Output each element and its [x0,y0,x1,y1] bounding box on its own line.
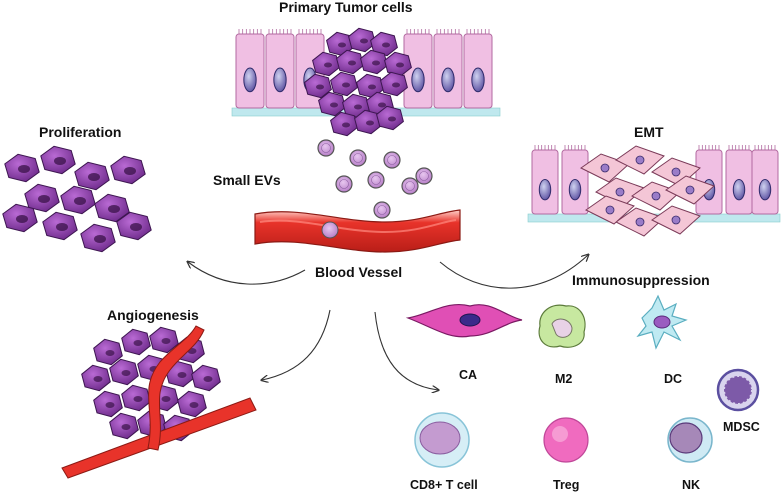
emt-label: EMT [634,124,664,140]
angiogenesis-illustration [61,325,257,479]
immunosuppression-label: Immunosuppression [572,272,710,288]
primary-tumor-label: Primary Tumor cells [279,0,413,15]
dc-cell [636,294,688,350]
treg-label: Treg [553,478,580,492]
treg-cell [543,417,589,463]
blood-vessel [254,209,461,253]
blood-vessel-label: Blood Vessel [315,264,403,280]
arrows [188,255,588,390]
m2-cell [538,304,586,348]
small-evs [317,139,433,219]
arrow-to-immune [374,311,438,390]
mdsc-label: MDSC [723,420,760,434]
proliferation-cells [2,145,152,253]
angiogenesis-label: Angiogenesis [107,307,199,323]
arrow-to-emt [439,255,588,289]
cd8-label: CD8+ T cell [410,478,478,492]
emt-tissue [527,145,781,237]
nk-label: NK [682,478,701,492]
nk-cell [667,417,713,463]
dc-label: DC [664,372,683,386]
ca-cell [405,304,523,338]
arrow-to-proliferation [188,262,306,285]
primary-tumor-mass [304,27,412,137]
mdsc-cell [716,368,760,412]
ca-label: CA [459,368,478,382]
small-evs-label: Small EVs [213,172,281,188]
proliferation-label: Proliferation [39,124,122,140]
cd8-t-cell [414,412,470,468]
m2-label: M2 [555,372,573,386]
arrow-to-angiogenesis [262,309,331,380]
